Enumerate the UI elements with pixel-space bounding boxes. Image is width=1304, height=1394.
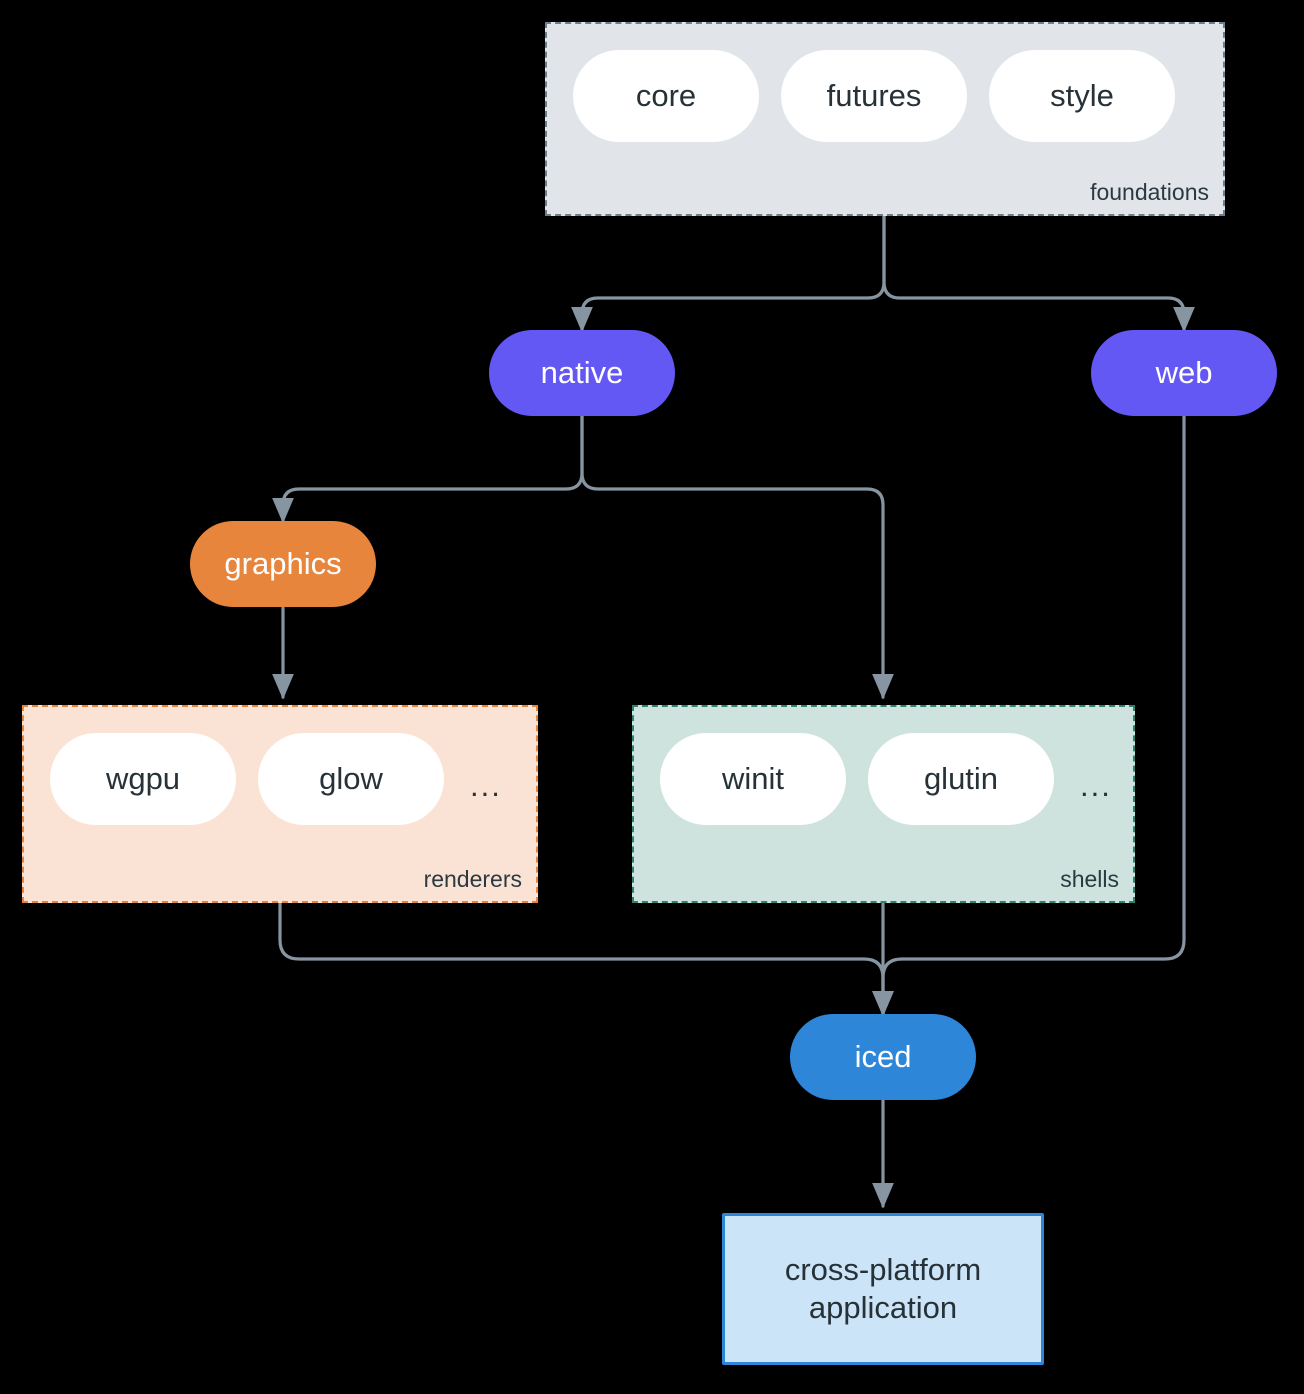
- group-foundations: core futures style foundations: [545, 22, 1225, 216]
- edge-renderers-iced: [278, 902, 894, 1017]
- edge-foundations-native: [571, 214, 886, 333]
- group-shells: winit glutin ... shells: [632, 705, 1135, 903]
- edge-native-shells: [580, 412, 894, 700]
- group-label-renderers: renderers: [423, 866, 522, 892]
- foundations-chip-row: core futures style: [573, 50, 1175, 142]
- group-renderers: wgpu glow ... renderers: [22, 705, 538, 903]
- chip-glow[interactable]: glow: [258, 733, 444, 825]
- node-graphics[interactable]: graphics: [190, 521, 376, 607]
- node-iced-label: iced: [854, 1039, 912, 1075]
- chip-winit[interactable]: winit: [660, 733, 846, 825]
- chip-glutin[interactable]: glutin: [868, 733, 1054, 825]
- node-graphics-label: graphics: [224, 546, 342, 582]
- node-iced[interactable]: iced: [790, 1014, 976, 1100]
- renderers-ellipsis: ...: [470, 768, 502, 803]
- group-label-foundations: foundations: [1090, 179, 1209, 205]
- node-application-line1: cross-platform: [784, 1252, 982, 1288]
- renderers-chip-row: wgpu glow ...: [50, 733, 506, 825]
- node-application-line2: application: [808, 1290, 958, 1325]
- edge-native-graphics: [272, 412, 584, 524]
- node-native[interactable]: native: [489, 330, 675, 416]
- chip-futures[interactable]: futures: [781, 50, 967, 142]
- node-web-label: web: [1155, 355, 1213, 391]
- chip-style[interactable]: style: [989, 50, 1175, 142]
- node-application[interactable]: cross-platform application: [722, 1213, 1044, 1365]
- node-web[interactable]: web: [1091, 330, 1277, 416]
- shells-chip-row: winit glutin ...: [660, 733, 1116, 825]
- chip-wgpu[interactable]: wgpu: [50, 733, 236, 825]
- chip-core[interactable]: core: [573, 50, 759, 142]
- shells-ellipsis: ...: [1080, 768, 1112, 803]
- node-native-label: native: [540, 355, 624, 391]
- edge-foundations-web: [882, 214, 1195, 333]
- group-label-shells: shells: [1060, 866, 1119, 892]
